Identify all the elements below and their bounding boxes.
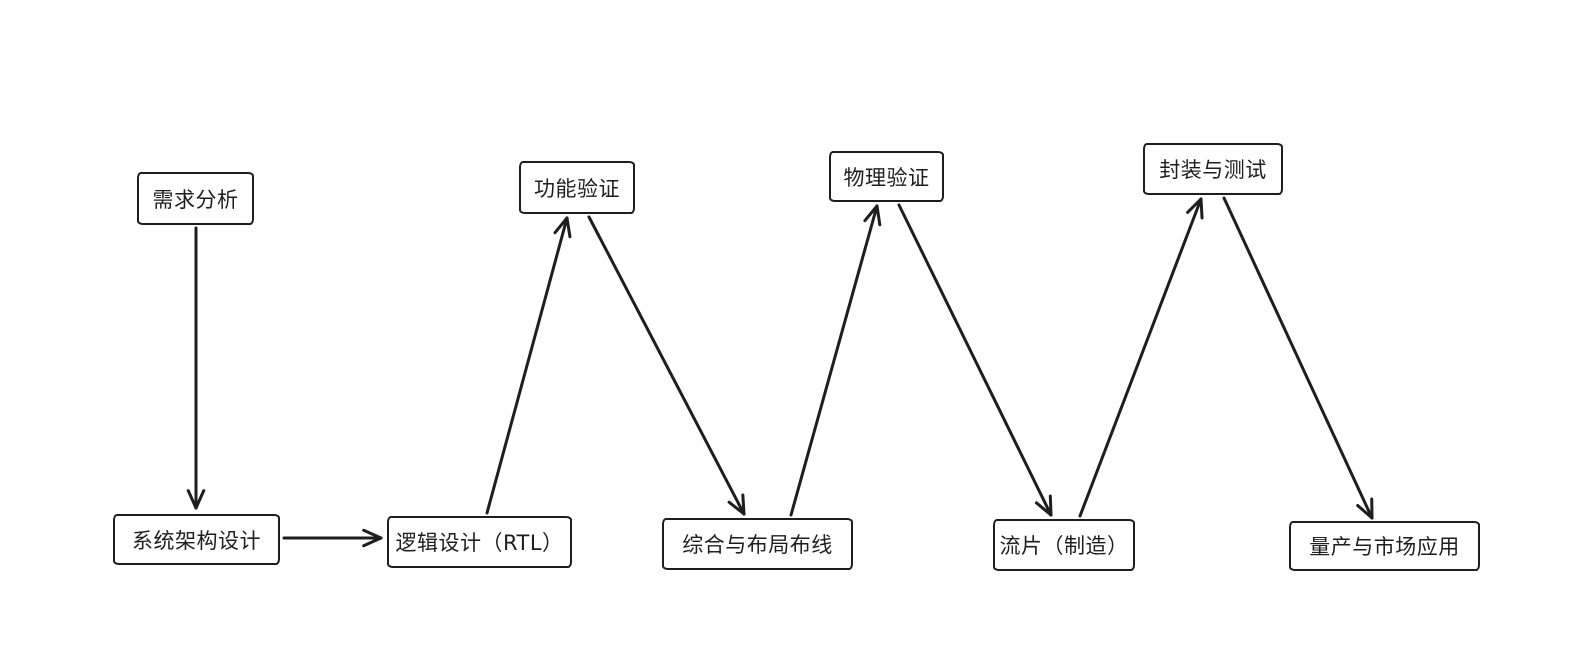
edge-logic-design-rtl-to-functional-verification[interactable] — [485, 216, 572, 515]
edge-system-architecture-to-logic-design-rtl[interactable] — [282, 528, 383, 548]
node-requirements-analysis[interactable]: 需求分析 — [137, 172, 254, 225]
edge-packaging-testing-to-mass-production-market[interactable] — [1222, 196, 1374, 520]
edge-synthesis-place-route-to-physical-verification[interactable] — [789, 204, 882, 517]
node-logic-design-rtl[interactable]: 逻辑设计（RTL） — [387, 516, 572, 568]
edge-requirements-analysis-to-system-architecture[interactable] — [186, 226, 206, 510]
node-functional-verification[interactable]: 功能验证 — [519, 161, 635, 214]
node-physical-verification[interactable]: 物理验证 — [829, 151, 944, 202]
edge-functional-verification-to-synthesis-place-route[interactable] — [587, 215, 746, 516]
node-tapeout-manufacturing[interactable]: 流片（制造） — [993, 519, 1135, 571]
edge-physical-verification-to-tapeout-manufacturing[interactable] — [897, 203, 1053, 517]
node-system-architecture[interactable]: 系统架构设计 — [113, 514, 280, 565]
node-mass-production-market[interactable]: 量产与市场应用 — [1289, 521, 1480, 571]
edge-tapeout-manufacturing-to-packaging-testing[interactable] — [1078, 197, 1204, 518]
node-packaging-testing[interactable]: 封装与测试 — [1143, 143, 1283, 195]
node-synthesis-place-route[interactable]: 综合与布局布线 — [662, 518, 853, 570]
